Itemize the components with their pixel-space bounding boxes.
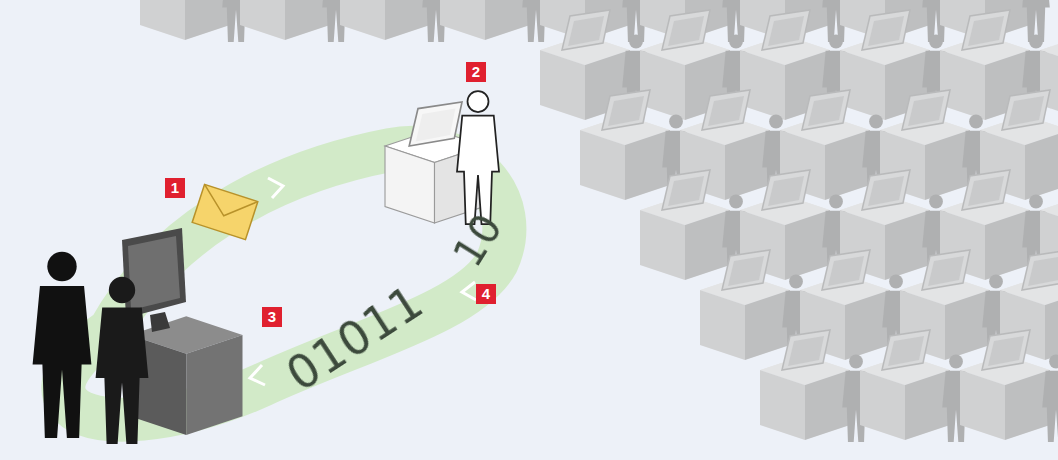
sender-person [33,252,92,438]
binary-data: 10 [444,205,511,274]
binary-data: 01011 [277,274,433,402]
callout-number: 2 [466,62,486,82]
recipient-person [457,91,499,224]
callout-number: 1 [165,178,185,198]
envelope [192,184,258,239]
sender-person [96,277,149,444]
callout-number: 4 [476,284,496,304]
callout-number: 3 [262,307,282,327]
